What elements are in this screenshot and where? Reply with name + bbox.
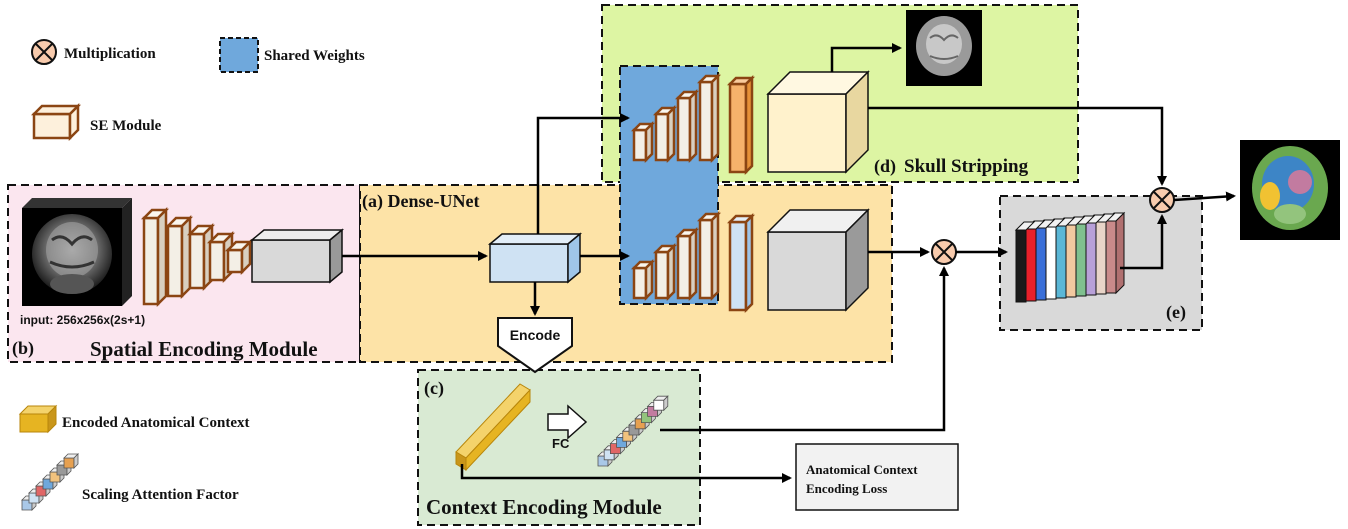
fc-label: FC bbox=[552, 436, 570, 451]
skull-decoder-bar-2-side bbox=[688, 88, 698, 164]
skull-stripped-brain-image bbox=[906, 10, 982, 86]
legend-attn-cube-side-6 bbox=[73, 453, 79, 469]
encoder-se-bar-4 bbox=[226, 248, 244, 274]
skull-decoder-bar-3 bbox=[698, 80, 714, 162]
arrow-bottleneck-to-skull-decoder bbox=[536, 113, 630, 234]
skull-decoder-bar-0 bbox=[632, 128, 648, 162]
spatial-tag: (b) bbox=[12, 338, 34, 359]
encoder-se-bar-1 bbox=[166, 224, 184, 298]
legend-shared-weights-label: Shared Weights bbox=[264, 48, 365, 64]
input-mri-slice bbox=[22, 198, 132, 306]
seg-decoder-bar-0 bbox=[632, 266, 648, 300]
seg-output-cube bbox=[766, 208, 870, 312]
loss-box: Anatomical Context Encoding Loss bbox=[795, 443, 959, 511]
bottleneck-block bbox=[487, 232, 583, 284]
loss-label-line1: Anatomical Context bbox=[806, 462, 918, 477]
slice-9 bbox=[1105, 220, 1117, 294]
skull-output-cube bbox=[766, 70, 870, 174]
skull-decoder-bar-1 bbox=[654, 112, 670, 162]
loss-label-line2: Encoding Loss bbox=[806, 481, 887, 496]
arrow-slices-to-multiply bbox=[1120, 214, 1167, 270]
slice-3 bbox=[1045, 226, 1057, 300]
connectors bbox=[342, 43, 1236, 483]
legend-se-module: SE Module bbox=[30, 102, 162, 142]
legend-scaling-factor: Scaling Attention Factor bbox=[21, 453, 239, 511]
legend-scaling-factor-label: Scaling Attention Factor bbox=[82, 487, 239, 503]
skull-decoder-se-stack bbox=[630, 72, 722, 164]
skull-decoder-bar-2 bbox=[676, 96, 692, 162]
multiply-node-skull bbox=[1149, 187, 1175, 213]
skull-decoder-bar-1-side bbox=[666, 104, 676, 164]
legend-multiplication: Multiplication bbox=[31, 39, 156, 65]
ctx-attn-cube-side-9 bbox=[663, 395, 669, 412]
context-title: Context Encoding Module bbox=[426, 495, 662, 519]
scaling-attention-icon bbox=[21, 453, 79, 511]
encoder-se-bar-0-side bbox=[156, 206, 168, 308]
arrow-context-to-loss bbox=[460, 464, 792, 483]
segmented-brain-image bbox=[1240, 140, 1340, 240]
multiply-node-context bbox=[931, 239, 957, 265]
legend-shared-weights: Shared Weights bbox=[219, 37, 365, 73]
context-tag: (c) bbox=[424, 378, 444, 399]
input-size-label: input: 256x256x(2s+1) bbox=[20, 313, 145, 327]
encoder-se-stack bbox=[140, 206, 254, 308]
segmentation-slice-stack bbox=[1014, 211, 1126, 303]
skull-decoder-bar-0-side bbox=[644, 120, 654, 164]
encoded-context-vector bbox=[455, 383, 531, 472]
slice-0 bbox=[1015, 229, 1027, 303]
arrow-skull-to-image bbox=[830, 43, 902, 72]
se-module-cube-icon bbox=[30, 102, 82, 142]
fc-arrow: FC bbox=[547, 404, 588, 451]
shared-weights-swatch bbox=[219, 37, 259, 73]
slice-side bbox=[1115, 211, 1125, 295]
skull-title: Skull Stripping bbox=[904, 156, 1029, 177]
slice-6 bbox=[1075, 223, 1087, 297]
ctx-attn-cube-9 bbox=[653, 399, 665, 411]
seg-decoder-bar-1 bbox=[654, 250, 670, 300]
seg-decoder-se-stack bbox=[630, 210, 722, 302]
legend-multiplication-label: Multiplication bbox=[64, 46, 156, 62]
slice-1 bbox=[1025, 228, 1037, 302]
skull-decoder-bar-3-side bbox=[710, 72, 720, 164]
dense-unet-title: (a) Dense-UNet bbox=[362, 191, 479, 212]
arrow-skull-to-multiply bbox=[868, 106, 1167, 186]
encoder-se-bar-0 bbox=[142, 216, 160, 306]
arrow-attention-to-multiply bbox=[660, 266, 949, 432]
slice-7 bbox=[1085, 222, 1097, 296]
encode-label: Encode bbox=[510, 327, 561, 343]
arrow-multiply-to-output bbox=[1173, 191, 1236, 202]
seg-decoder-bar-0-side bbox=[644, 258, 654, 302]
encoder-se-bar-3 bbox=[208, 240, 226, 282]
seg-decoder-bar-2-side bbox=[688, 226, 698, 302]
skull-se-bar bbox=[726, 74, 756, 176]
output-tag: (e) bbox=[1166, 302, 1186, 323]
seg-se-bar bbox=[726, 212, 756, 314]
legend-encoded-context-label: Encoded Anatomical Context bbox=[62, 415, 250, 431]
skull-tag: (d) bbox=[874, 156, 896, 177]
scaling-attention-vector bbox=[597, 395, 669, 467]
seg-decoder-bar-3-side bbox=[710, 210, 720, 302]
encoder-se-bar-4-side bbox=[240, 238, 252, 276]
slice-5 bbox=[1065, 224, 1077, 298]
encoder-se-bar-2 bbox=[188, 232, 206, 290]
slice-4 bbox=[1055, 225, 1067, 299]
spatial-feature-block bbox=[249, 228, 345, 284]
seg-decoder-bar-3 bbox=[698, 218, 714, 300]
encoded-context-bar-icon bbox=[18, 404, 58, 434]
slice-2 bbox=[1035, 227, 1047, 301]
spatial-title: Spatial Encoding Module bbox=[90, 337, 318, 361]
legend-encoded-context: Encoded Anatomical Context bbox=[18, 404, 250, 434]
slice-8 bbox=[1095, 221, 1107, 295]
slice-top-0 bbox=[1014, 221, 1036, 231]
legend-attn-cube-6 bbox=[63, 457, 75, 469]
seg-decoder-bar-1-side bbox=[666, 242, 676, 302]
encode-pentagon: Encode bbox=[497, 317, 573, 374]
legend-se-module-label: SE Module bbox=[90, 118, 162, 134]
seg-decoder-bar-2 bbox=[676, 234, 692, 300]
